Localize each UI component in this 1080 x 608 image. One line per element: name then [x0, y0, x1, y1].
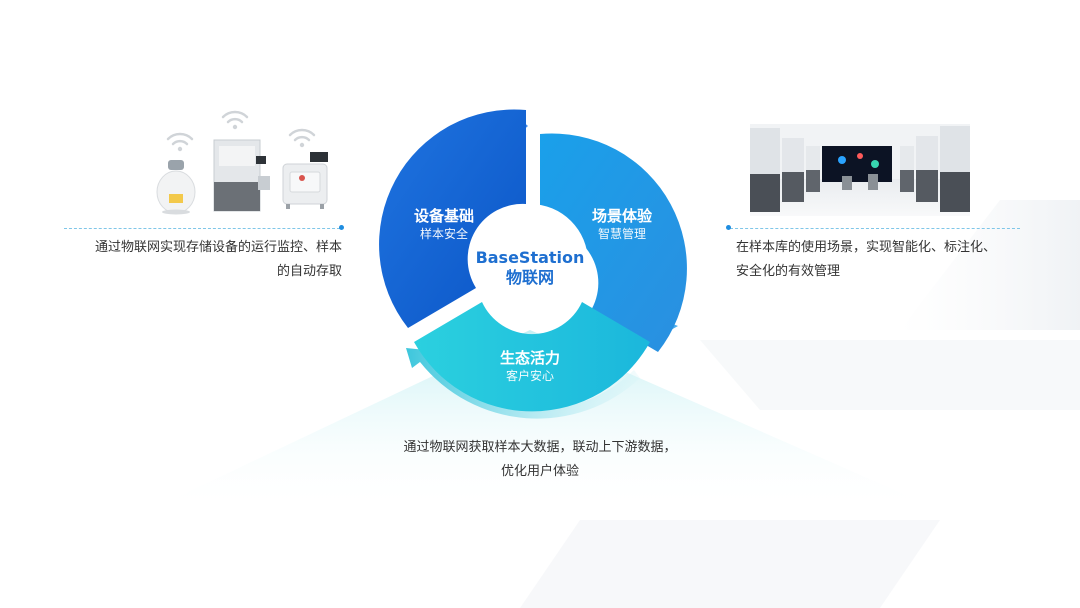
segment-title: 场景体验 [574, 206, 670, 226]
bottom-description: 通过物联网获取样本大数据，联动上下游数据， 优化用户体验 [340, 436, 740, 484]
description-line: 在样本库的使用场景，实现智能化、标注化、 [736, 236, 1026, 260]
segment-subtitle: 客户安心 [482, 368, 578, 384]
segment-title: 生态活力 [482, 348, 578, 368]
segment-ecosystem-vitality-label: 生态活力 客户安心 [482, 348, 578, 384]
description-line: 通过物联网实现存储设备的运行监控、样本 [60, 236, 342, 260]
segment-scene-experience-label: 场景体验 智慧管理 [574, 206, 670, 242]
description-line: 通过物联网获取样本大数据，联动上下游数据， [340, 436, 740, 460]
center-subtitle: 物联网 [470, 268, 590, 288]
center-label: BaseStation 物联网 [470, 248, 590, 288]
segment-subtitle: 样本安全 [396, 226, 492, 242]
description-line: 安全化的有效管理 [736, 260, 1026, 284]
description-line: 优化用户体验 [340, 460, 740, 484]
center-title: BaseStation [470, 248, 590, 268]
segment-title: 设备基础 [396, 206, 492, 226]
segment-device-foundation-label: 设备基础 样本安全 [396, 206, 492, 242]
segment-subtitle: 智慧管理 [574, 226, 670, 242]
left-description: 通过物联网实现存储设备的运行监控、样本 的自动存取 [60, 236, 342, 284]
right-description: 在样本库的使用场景，实现智能化、标注化、 安全化的有效管理 [736, 236, 1026, 284]
description-line: 的自动存取 [60, 260, 342, 284]
